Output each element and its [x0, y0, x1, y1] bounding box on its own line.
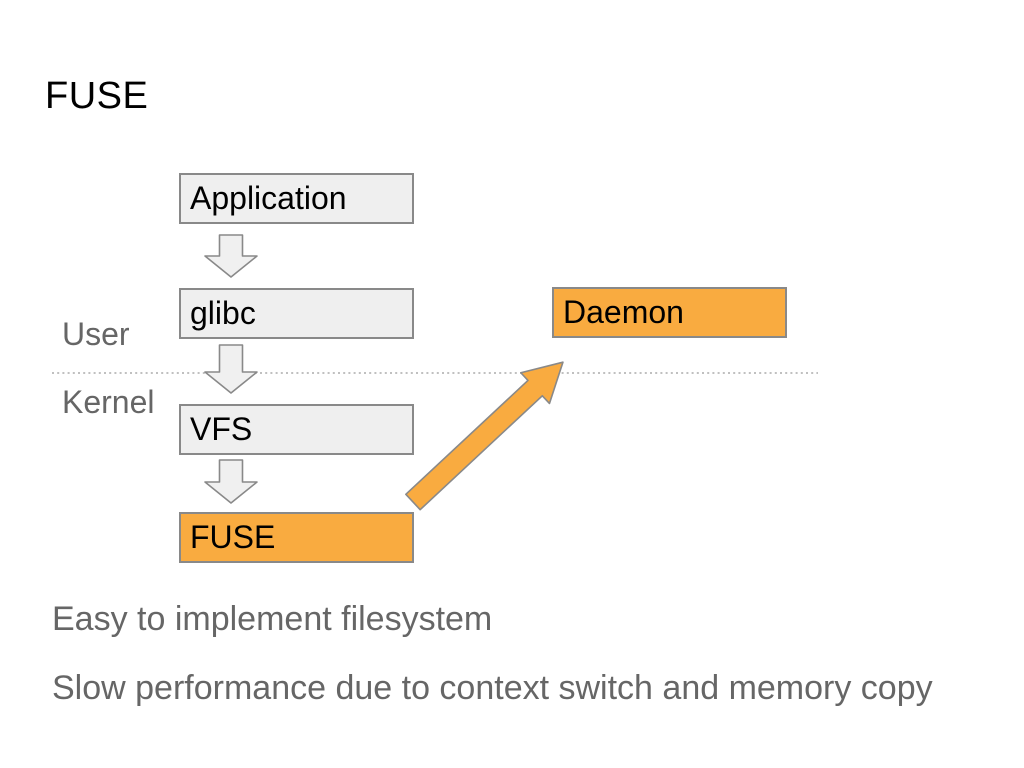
box-application-label: Application	[190, 180, 347, 216]
box-vfs: VFS	[179, 404, 414, 455]
down-arrow-icon	[204, 344, 258, 394]
slide-title: FUSE	[45, 75, 149, 117]
box-fuse-label: FUSE	[190, 519, 276, 555]
down-arrow-icon	[204, 234, 258, 278]
kernel-space-label: Kernel	[62, 384, 155, 420]
box-application: Application	[179, 173, 414, 224]
box-daemon-label: Daemon	[563, 294, 684, 330]
note-slow-performance: Slow performance due to context switch a…	[52, 669, 933, 707]
user-space-label: User	[62, 316, 130, 352]
note-easy-to-implement: Easy to implement filesystem	[52, 600, 493, 638]
box-glibc-label: glibc	[190, 295, 256, 331]
fuse-to-daemon-arrow-icon	[405, 361, 564, 511]
down-arrow-icon	[204, 459, 258, 504]
box-daemon: Daemon	[552, 287, 787, 338]
box-vfs-label: VFS	[190, 411, 253, 447]
box-glibc: glibc	[179, 288, 414, 339]
box-fuse: FUSE	[179, 512, 414, 563]
